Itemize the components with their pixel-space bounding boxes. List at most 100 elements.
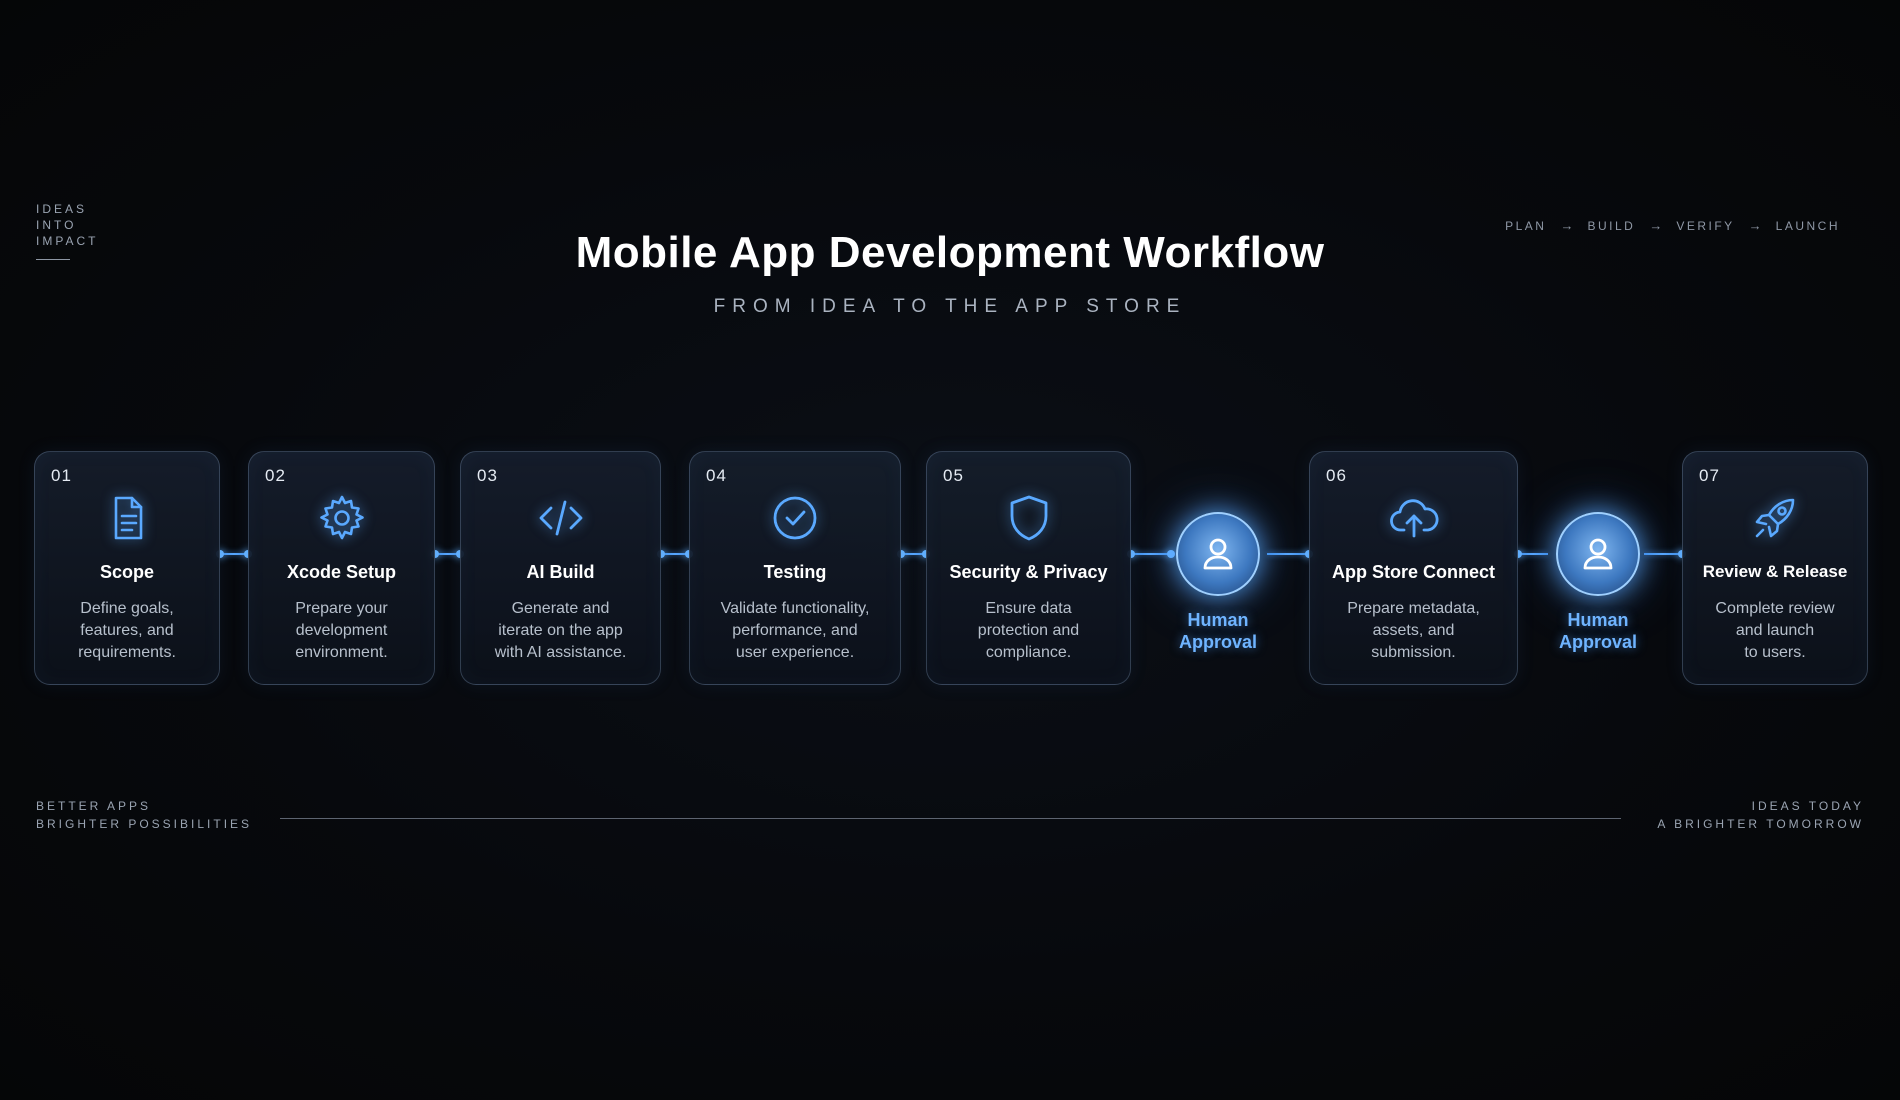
connector-dot: [897, 550, 905, 558]
footer-line: A BRIGHTER TOMORROW: [1657, 817, 1864, 831]
connector-line: [1131, 553, 1171, 555]
step-description: Generate and iterate on the app with AI …: [471, 598, 650, 664]
page-title: Mobile App Development Workflow: [575, 228, 1325, 277]
step-number: 02: [265, 466, 286, 485]
step-card-ai-build: 03 AI Build Generate and iterate on the …: [460, 451, 661, 685]
connector-line: [901, 553, 926, 555]
phase-build: BUILD: [1587, 218, 1636, 233]
step-description-line: Complete review: [1715, 600, 1835, 617]
footer-divider: [280, 818, 1621, 819]
step-description-line: submission.: [1371, 644, 1456, 661]
connector-line: [661, 553, 689, 555]
step-description: Define goals, features, and requirements…: [45, 598, 209, 664]
step-description: Ensure data protection and compliance.: [937, 598, 1120, 664]
footer-line: BETTER APPS: [36, 799, 152, 813]
step-number: 03: [477, 466, 498, 485]
page-subtitle: FROM IDEA TO THE APP STORE: [713, 296, 1187, 317]
step-description: Prepare metadata, assets, and submission…: [1320, 598, 1507, 664]
footer-tagline-right: IDEAS TODAY A BRIGHTER TOMORROW: [1657, 797, 1864, 833]
arrow-right-icon: →: [1649, 218, 1663, 233]
step-description-line: compliance.: [985, 644, 1072, 661]
step-title: Scope: [99, 562, 155, 582]
human-approval-node: [1556, 512, 1640, 596]
check-circle-icon: [769, 492, 821, 544]
step-number: 05: [943, 466, 964, 485]
document-icon: [101, 492, 153, 544]
step-description-line: Ensure data: [985, 600, 1072, 617]
step-card-scope: 01 Scope Define goals, features, and req…: [34, 451, 220, 685]
step-title: Security & Privacy: [949, 562, 1108, 582]
person-icon: [1583, 538, 1613, 570]
step-title: Xcode Setup: [286, 562, 397, 582]
step-title: Review & Release: [1702, 562, 1848, 581]
step-title: AI Build: [526, 562, 595, 582]
step-card-testing: 04 Testing Validate functionality, perfo…: [689, 451, 901, 685]
step-description-line: to users.: [1744, 644, 1806, 661]
step-description: Validate functionality, performance, and…: [700, 598, 890, 664]
phase-plan: PLAN: [1505, 218, 1547, 233]
step-number: 04: [706, 466, 727, 485]
step-description-line: requirements.: [78, 644, 176, 661]
step-card-xcode-setup: 02 Xcode Setup Prepare your development …: [248, 451, 435, 685]
step-number: 01: [51, 466, 72, 485]
cloud-upload-icon: [1388, 492, 1440, 544]
connector-dot: [1127, 550, 1135, 558]
connector-line: [1267, 553, 1309, 555]
human-approval-label: Human Approval: [1528, 609, 1668, 653]
step-description-line: Define goals,: [80, 600, 174, 617]
arrow-right-icon: →: [1748, 218, 1762, 233]
connector-line: [1644, 553, 1682, 555]
connector-dot: [1514, 550, 1522, 558]
step-description-line: protection and: [977, 622, 1080, 639]
step-description-line: and launch: [1735, 622, 1815, 639]
person-icon: [1203, 538, 1233, 570]
brand-line: IMPACT: [36, 234, 99, 248]
step-description-line: assets, and: [1372, 622, 1455, 639]
step-card-security-privacy: 05 Security & Privacy Ensure data protec…: [926, 451, 1131, 685]
step-description-line: Validate functionality,: [720, 600, 870, 617]
step-number: 07: [1699, 466, 1720, 485]
step-description-line: development: [295, 622, 388, 639]
step-description-line: Prepare metadata,: [1347, 600, 1480, 617]
phase-launch: LAUNCH: [1775, 218, 1840, 233]
connector-line: [1518, 553, 1548, 555]
footer-line: IDEAS TODAY: [1751, 799, 1864, 813]
step-description-line: features, and: [80, 622, 174, 639]
human-approval-label: Human Approval: [1148, 609, 1288, 653]
brand-line: IDEAS: [36, 202, 88, 216]
step-description-line: Prepare your: [295, 600, 388, 617]
approval-label-line: Approval: [1558, 632, 1637, 652]
step-description-line: performance, and: [732, 622, 858, 639]
code-icon: [535, 492, 587, 544]
connector-line: [435, 553, 460, 555]
step-card-review-release: 07 Review & Release Complete review and …: [1682, 451, 1868, 685]
brand-underline: [36, 259, 70, 260]
arrow-right-icon: →: [1560, 218, 1574, 233]
approval-label-line: Human: [1567, 610, 1629, 630]
connector-dot: [216, 550, 224, 558]
step-description: Complete review and launch to users.: [1693, 598, 1857, 664]
connector-dot: [657, 550, 665, 558]
phase-verify: VERIFY: [1676, 218, 1735, 233]
step-description-line: Generate and: [511, 600, 610, 617]
connector-dot: [431, 550, 439, 558]
step-description-line: environment.: [295, 644, 388, 661]
step-number: 06: [1326, 466, 1347, 485]
footer-tagline-left: BETTER APPS BRIGHTER POSSIBILITIES: [36, 797, 252, 833]
step-description: Prepare your development environment.: [259, 598, 424, 664]
footer-line: BRIGHTER POSSIBILITIES: [36, 817, 253, 831]
step-description-line: iterate on the app: [498, 622, 623, 639]
shield-icon: [1003, 492, 1055, 544]
phase-nav: PLAN → BUILD → VERIFY → LAUNCH: [1505, 218, 1840, 233]
connector-line: [220, 553, 248, 555]
step-description-line: user experience.: [735, 644, 855, 661]
brand-tagline: IDEAS INTO IMPACT: [36, 201, 98, 260]
human-approval-node: [1176, 512, 1260, 596]
gear-icon: [316, 492, 368, 544]
approval-label-line: Approval: [1178, 632, 1257, 652]
step-card-app-store-connect: 06 App Store Connect Prepare metadata, a…: [1309, 451, 1518, 685]
connector-dot: [1167, 550, 1175, 558]
approval-label-line: Human: [1187, 610, 1249, 630]
step-title: Testing: [763, 562, 827, 582]
